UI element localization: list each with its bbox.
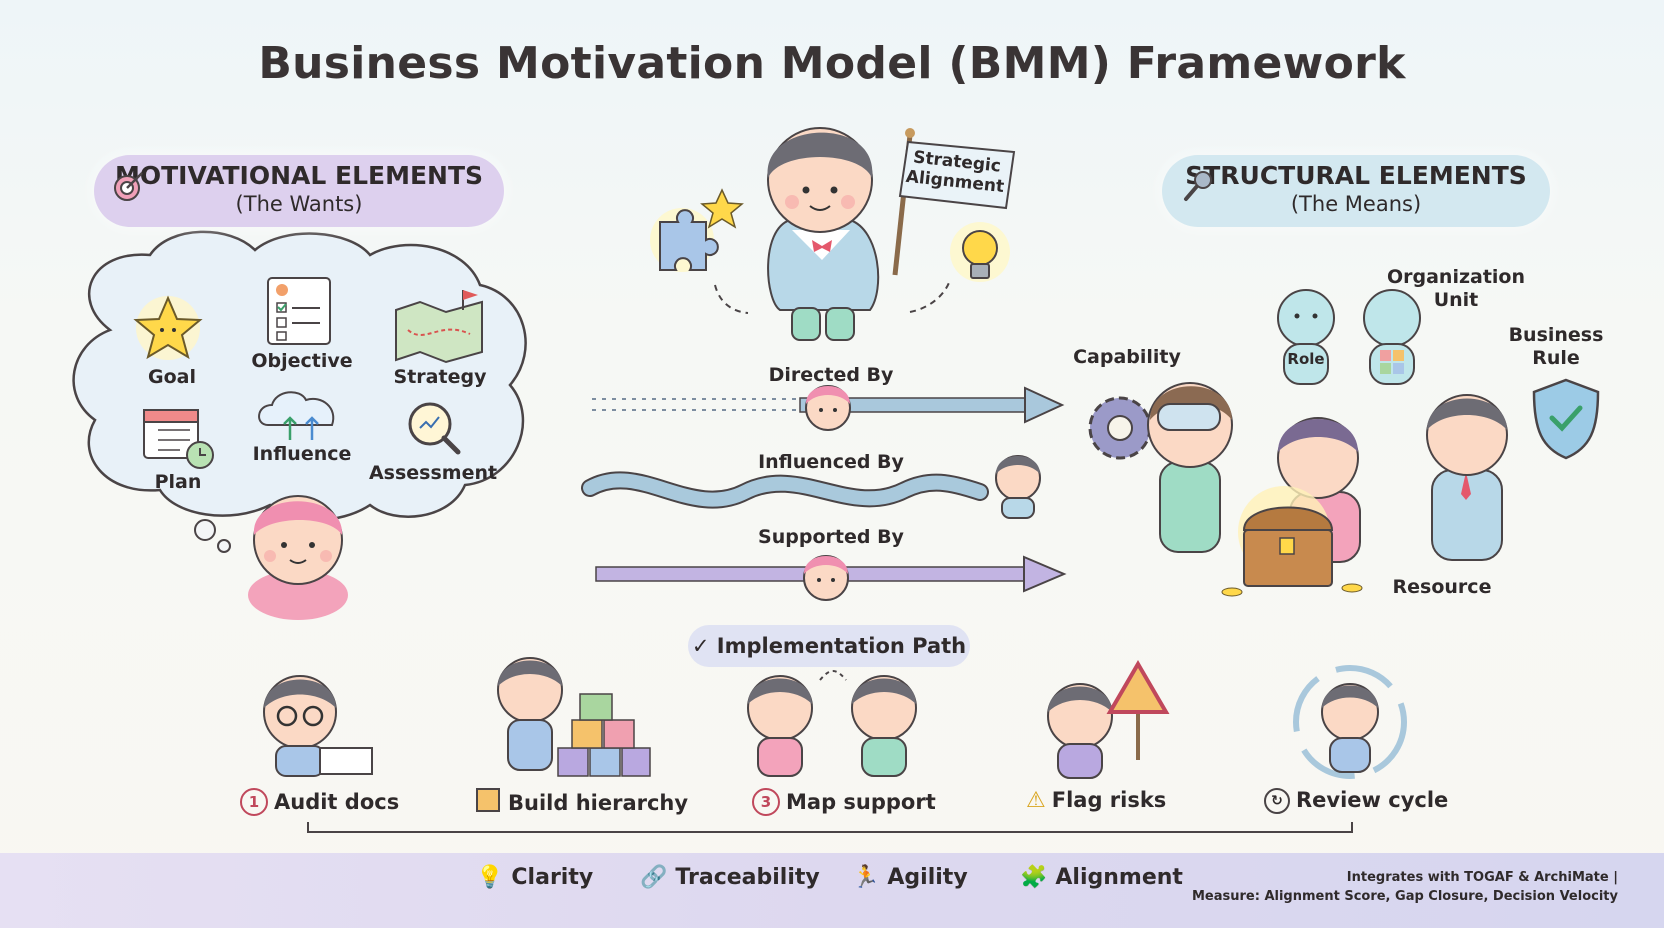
plan-label: Plan <box>154 471 202 493</box>
number-circle-icon: 1 <box>240 788 268 816</box>
helper-figure-influenced <box>995 455 1041 519</box>
wrench-icon <box>1184 171 1212 201</box>
structural-subtitle: (The Means) <box>1290 192 1422 216</box>
capability-worker-figure <box>1147 382 1233 553</box>
objective-checklist-icon <box>267 277 331 345</box>
link-icon: 🔗 <box>640 865 668 890</box>
footer-band <box>0 853 1664 928</box>
business-rule-figure <box>1426 394 1508 561</box>
treasure-chest-icon <box>1221 486 1363 597</box>
step-flag-risks: ⚠Flag risks <box>1026 788 1166 813</box>
plan-calendar-icon <box>143 409 214 469</box>
goal-star-icon <box>133 295 203 360</box>
target-icon <box>114 172 143 201</box>
directed-by-arrow <box>592 386 1065 424</box>
page-title: Business Motivation Model (BMM) Framewor… <box>258 38 1406 89</box>
motivational-elements-header: MOTIVATIONAL ELEMENTS (The Wants) <box>94 155 504 227</box>
number-circle-icon: 3 <box>752 788 780 816</box>
footer-measures: Measure: Alignment Score, Gap Closure, D… <box>1191 889 1618 904</box>
puzzle-piece-icon <box>650 208 719 272</box>
step-label: Review cycle <box>1296 788 1449 812</box>
puzzle-icon: 🧩 <box>1020 865 1048 890</box>
cycle-icon: ↻ <box>1264 788 1290 814</box>
benefit-clarity: 💡 Clarity <box>476 865 593 890</box>
helper-figure-directed <box>805 385 851 431</box>
strategy-map-icon <box>395 290 483 364</box>
step-review-cycle: ↻Review cycle <box>1264 788 1448 814</box>
assessment-magnifier-icon <box>408 402 461 455</box>
influence-cloud-icon <box>258 391 335 440</box>
implementation-title: Implementation Path <box>716 634 967 658</box>
step-build-hierarchy: Build hierarchy <box>476 788 688 815</box>
supported-by-label: Supported By <box>758 526 904 548</box>
audit-figure <box>263 675 373 777</box>
assessment-label: Assessment <box>368 462 498 484</box>
goal-label: Goal <box>148 366 196 388</box>
benefit-traceability: 🔗 Traceability <box>640 865 820 890</box>
review-figure <box>1293 665 1407 779</box>
strategy-label: Strategy <box>393 366 487 388</box>
resource-label: Resource <box>1392 576 1492 598</box>
role-label: Role <box>1287 350 1325 368</box>
business-rule-line1: Business <box>1508 324 1604 346</box>
thinking-child-figure <box>248 495 348 620</box>
org-unit-label: Organization Unit <box>1387 266 1525 312</box>
org-unit-figure <box>1363 289 1421 385</box>
risk-figure <box>1047 660 1170 779</box>
motivational-subtitle: (The Wants) <box>235 192 363 216</box>
org-unit-line1: Organization <box>1386 266 1526 288</box>
influence-label: Influence <box>252 443 352 465</box>
benefit-label: Traceability <box>675 865 820 890</box>
build-figure <box>497 657 651 777</box>
benefit-agility: 🏃 Agility <box>852 865 968 890</box>
structural-elements-header: STRUCTURAL ELEMENTS (The Means) <box>1162 155 1550 227</box>
warning-icon: ⚠ <box>1026 788 1046 813</box>
business-rule-line2: Rule <box>1532 347 1580 369</box>
gear-icon <box>1088 396 1152 460</box>
blocks-icon <box>476 788 500 812</box>
star-icon <box>700 188 744 229</box>
org-unit-line2: Unit <box>1433 289 1479 311</box>
benefit-label: Alignment <box>1055 865 1183 890</box>
role-figure <box>1277 289 1335 385</box>
step-label: Build hierarchy <box>508 791 689 815</box>
benefit-label: Clarity <box>511 865 594 890</box>
influenced-by-wave <box>581 471 989 509</box>
shield-icon <box>1532 378 1600 460</box>
directed-by-label: Directed By <box>768 364 894 386</box>
footer-integrations: Integrates with TOGAF & ArchiMate | <box>1346 870 1618 885</box>
helper-figure-supported <box>803 555 849 601</box>
benefit-label: Agility <box>887 865 968 890</box>
step-label: Flag risks <box>1051 788 1167 812</box>
handshake-figures <box>747 670 917 777</box>
check-icon: ✓ <box>691 634 717 658</box>
business-rule-label: Business Rule <box>1509 324 1604 370</box>
structural-title: STRUCTURAL ELEMENTS <box>1185 161 1527 190</box>
runner-icon: 🏃 <box>852 865 880 890</box>
motivational-title: MOTIVATIONAL ELEMENTS <box>114 161 484 190</box>
benefit-alignment: 🧩 Alignment <box>1020 865 1183 890</box>
lightbulb-icon: 💡 <box>476 865 504 890</box>
lightbulb-icon <box>950 222 1010 282</box>
objective-label: Objective <box>251 350 353 372</box>
capability-label: Capability <box>1073 346 1181 368</box>
leader-figure <box>767 127 1016 341</box>
influenced-by-label: Influenced By <box>758 451 904 473</box>
step-label: Map support <box>786 790 936 814</box>
implementation-path-header: ✓ Implementation Path <box>688 625 970 667</box>
step-label: Audit docs <box>274 790 400 814</box>
